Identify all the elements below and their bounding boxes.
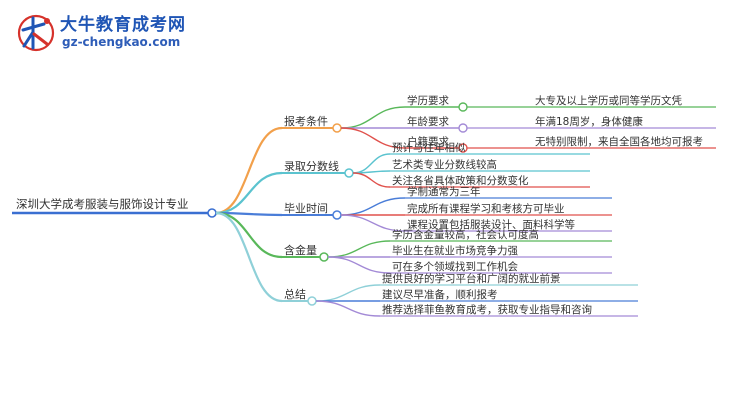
child-link-3-2 [327,256,391,274]
child-label-1-1[interactable]: 艺术类专业分数线较高 [392,158,497,171]
branch-link-4 [215,211,283,303]
child-node-dot-0-0[interactable] [458,102,468,112]
child-link-4-2 [315,300,381,317]
branch-label-1[interactable]: 录取分数线 [284,159,339,173]
niu-logo-icon [17,14,55,52]
child-label-3-1[interactable]: 毕业生在就业市场竞争力强 [392,244,518,257]
child-label-3-0[interactable]: 学历含金量较高，社会认可度高 [392,228,539,241]
brand-name: 大牛教育成考网 [60,15,186,35]
child-link-1-0 [352,153,391,174]
child-label-4-0[interactable]: 提供良好的学习平台和广阔的就业前景 [382,272,561,285]
branch-label-3[interactable]: 含金量 [284,243,317,257]
child-link-0-0 [340,106,406,129]
branch-label-2[interactable]: 毕业时间 [284,202,328,215]
branch-node-dot-2[interactable] [332,210,342,220]
child-label-1-2[interactable]: 关注各省具体政策和分数变化 [392,174,529,187]
child-label-2-2[interactable]: 课程设置包括服装设计、面料科学等 [407,218,575,231]
branch-node-dot-4[interactable] [307,296,317,306]
child-label-4-1[interactable]: 建议尽早准备，顺利报考 [382,288,498,301]
branch-link-1 [215,171,283,215]
child-link-3-0 [327,240,391,258]
root-node-label[interactable]: 深圳大学成考服装与服饰设计专业 [16,197,189,211]
child-link-0-2 [340,127,406,149]
child-link-2-0 [340,197,406,216]
branch-node-dot-3[interactable] [319,252,329,262]
child-label-4-2[interactable]: 推荐选择菲鱼教育成考，获取专业指导和咨询 [382,303,592,316]
detail-label-0-0[interactable]: 大专及以上学历或同等学历文凭 [535,94,682,107]
branch-node-dot-1[interactable] [344,168,354,178]
child-label-0-2[interactable]: 户籍要求 [407,135,449,148]
child-label-1-0[interactable]: 预计与往年相似 [392,141,466,154]
root-node-dot[interactable] [207,208,217,218]
child-link-1-2 [352,172,391,188]
brand-domain: gz-chengkao.com [62,35,181,49]
branch-node-dot-0[interactable] [332,123,342,133]
child-label-0-0[interactable]: 学历要求 [407,94,449,107]
child-link-4-0 [315,284,381,302]
child-label-3-2[interactable]: 可在多个领域找到工作机会 [392,260,518,273]
detail-label-0-2[interactable]: 无特别限制，来自全国各地均可报考 [535,135,703,148]
branch-link-3 [215,211,283,259]
child-label-2-1[interactable]: 完成所有课程学习和考核方可毕业 [407,202,565,215]
child-label-2-0[interactable]: 学制通常为三年 [407,185,481,198]
site-logo[interactable]: 大牛教育成考网 gz-chengkao.com [8,8,238,56]
detail-label-0-1[interactable]: 年满18周岁，身体健康 [535,115,643,128]
branch-label-0[interactable]: 报考条件 [284,114,328,128]
branch-link-0 [215,126,283,215]
branch-label-4[interactable]: 总结 [284,287,306,301]
child-label-0-1[interactable]: 年龄要求 [407,115,449,128]
child-node-dot-0-1[interactable] [458,123,468,133]
child-link-2-2 [340,214,406,232]
